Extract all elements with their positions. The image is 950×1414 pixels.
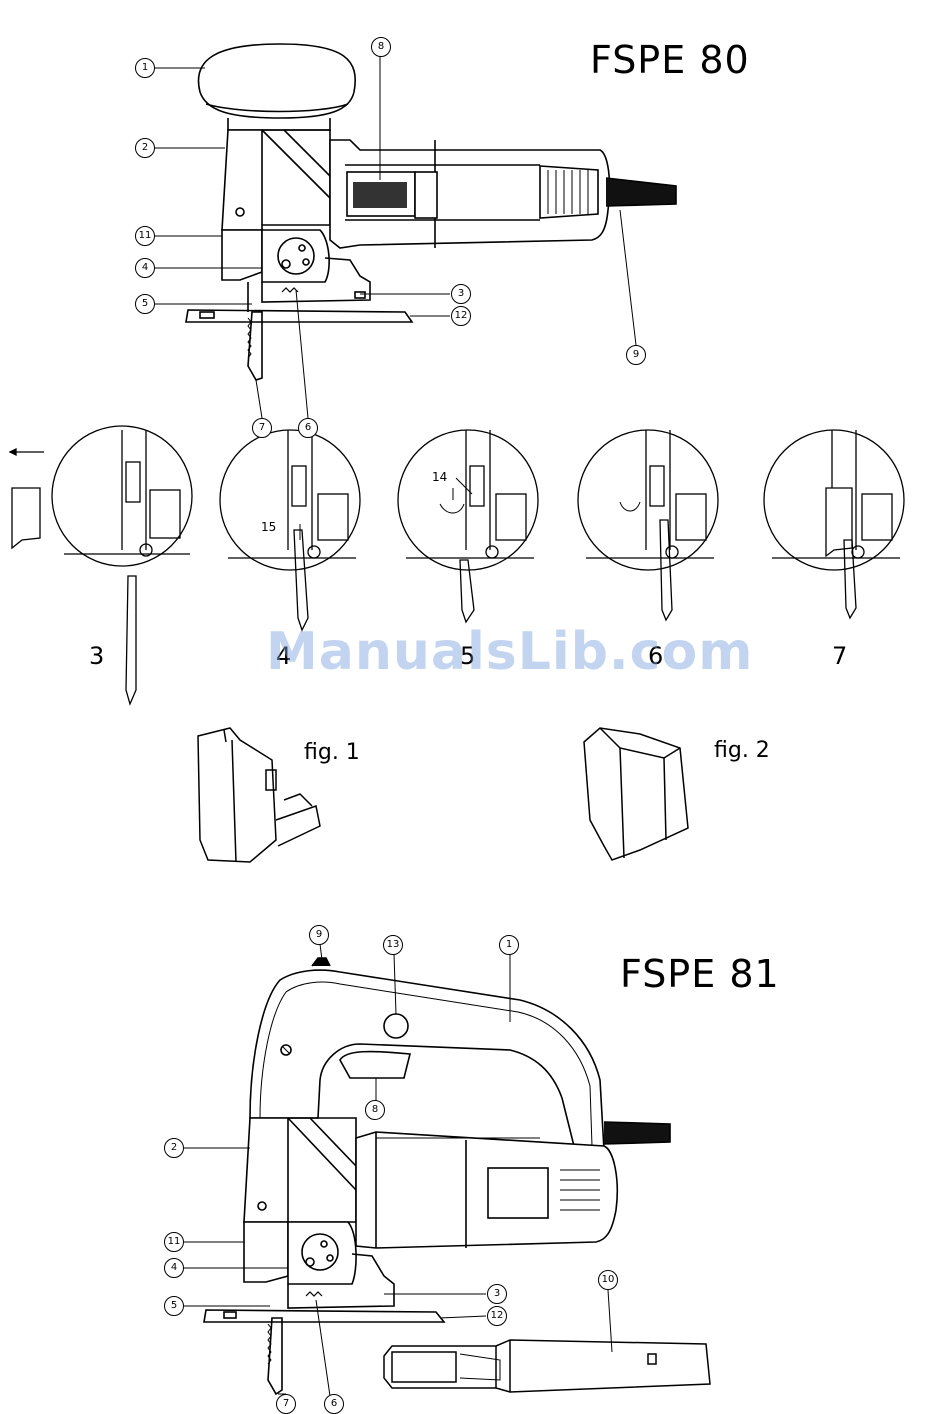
callout-bottom-13: 13 xyxy=(383,935,403,955)
callout-top-11: 11 xyxy=(135,226,155,246)
watermark-text: ManualsLib.com xyxy=(266,622,753,682)
callout-top-1: 1 xyxy=(135,58,155,78)
step-6-detail xyxy=(578,430,718,620)
fspe81-jigsaw xyxy=(204,958,670,1394)
step-label-7: 7 xyxy=(832,642,847,670)
callout-bottom-5: 5 xyxy=(164,1296,184,1316)
model-title-fspe81: FSPE 81 xyxy=(620,952,780,996)
fspe80-jigsaw xyxy=(186,44,676,380)
step-5-detail xyxy=(398,430,538,622)
figure-label-2: fig. 2 xyxy=(714,738,770,763)
callout-top-5: 5 xyxy=(135,294,155,314)
callout-bottom-8: 8 xyxy=(365,1100,385,1120)
callout-bottom-3: 3 xyxy=(487,1284,507,1304)
step-3-detail xyxy=(52,426,192,704)
callout-top-9: 9 xyxy=(626,345,646,365)
dust-extraction-adapter xyxy=(384,1340,710,1392)
figure-label-1: fig. 1 xyxy=(304,740,360,765)
callout-bottom-6: 6 xyxy=(324,1394,344,1414)
callout-bottom-7: 7 xyxy=(276,1394,296,1414)
guard-fig1 xyxy=(198,728,320,862)
callout-bottom-12: 12 xyxy=(487,1306,507,1326)
callout-bottom-2: 2 xyxy=(164,1138,184,1158)
step-4-detail xyxy=(220,430,360,630)
callout-bottom-10: 10 xyxy=(598,1270,618,1290)
callout-bottom-9: 9 xyxy=(309,925,329,945)
model-title-fspe80: FSPE 80 xyxy=(590,38,750,82)
callout-bottom-4: 4 xyxy=(164,1258,184,1278)
callout-top-8: 8 xyxy=(371,37,391,57)
callout-top-7: 7 xyxy=(252,418,272,438)
callout-bottom-1: 1 xyxy=(499,935,519,955)
callout-bottom-11: 11 xyxy=(164,1232,184,1252)
callout-top-2: 2 xyxy=(135,138,155,158)
step-callout-15: 15 xyxy=(261,520,276,534)
step-label-3: 3 xyxy=(89,642,104,670)
callout-top-3: 3 xyxy=(451,284,471,304)
step-callout-14: 14 xyxy=(432,470,447,484)
callout-top-12: 12 xyxy=(451,306,471,326)
step-7-detail xyxy=(764,430,904,618)
callout-top-4: 4 xyxy=(135,258,155,278)
guard-fig2 xyxy=(584,728,688,860)
callout-top-6: 6 xyxy=(298,418,318,438)
